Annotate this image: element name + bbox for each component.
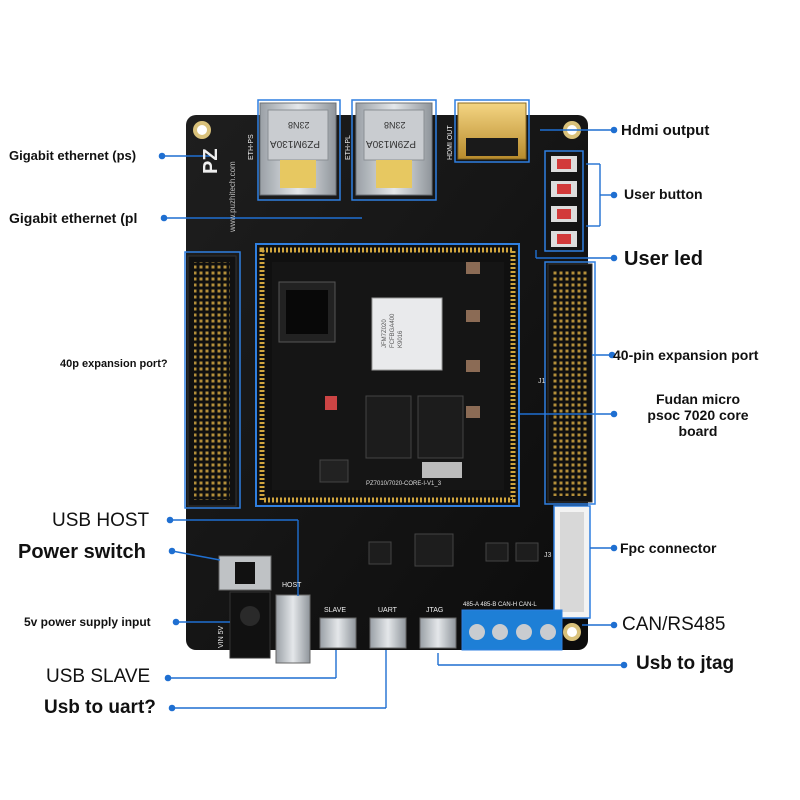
label-can-rs485: CAN/RS485 xyxy=(622,614,726,635)
label-gigabit-pl: Gigabit ethernet (pl xyxy=(9,210,138,226)
silk-jtag: JTAG xyxy=(426,607,444,614)
label-core-line2: psoc 7020 core xyxy=(647,407,749,423)
power-jack xyxy=(229,591,271,659)
silk-eth-pl: ETH-PL xyxy=(345,135,352,160)
board-logo: PZ xyxy=(200,148,222,174)
rj45-pl-subtext: 23N8 xyxy=(384,120,406,130)
callout-lines xyxy=(158,126,628,712)
rj45-pl-text: PZ9M130A xyxy=(366,138,417,149)
expansion-header-left xyxy=(187,255,237,507)
label-core-line1: Fudan micro xyxy=(655,391,740,407)
board-url: www.puzhitech.com xyxy=(228,161,237,232)
label-usb-jtag: Usb to jtag xyxy=(636,653,735,674)
silk-uart: UART xyxy=(378,607,397,614)
jtag-port xyxy=(419,617,457,649)
label-power-input: 5v power supply input xyxy=(24,615,151,629)
label-user-led: User led xyxy=(624,248,703,270)
hdmi-connector xyxy=(457,102,527,160)
user-buttons xyxy=(551,156,577,247)
label-usb-slave: USB SLAVE xyxy=(46,666,151,687)
uart-port xyxy=(369,617,407,649)
chip-text-1: JFM7Z020 xyxy=(382,319,388,348)
core-board xyxy=(255,243,520,507)
label-expansion-left: 40p expansion port? xyxy=(60,358,168,370)
silk-host: HOST xyxy=(282,582,302,589)
fpc-connector xyxy=(553,505,591,619)
silk-vin: VIN 5V xyxy=(218,625,225,648)
chip-text-2: FCFBGA400 xyxy=(390,313,396,348)
silk-j3: J3 xyxy=(544,552,552,559)
silk-eth-ps: ETH-PS xyxy=(248,134,255,160)
label-usb-host: USB HOST xyxy=(52,510,150,531)
label-user-button: User button xyxy=(624,186,703,202)
highlight-boxes xyxy=(184,99,596,509)
rj45-pl xyxy=(355,102,433,196)
silk-hdmi: HDMI OUT xyxy=(447,125,454,160)
label-expansion-right: 40-pin expansion port xyxy=(613,347,759,363)
rj45-ps-text: PZ9M130A xyxy=(270,138,321,149)
core-board-silk: PZ7010/7020-CORE-I-V1_3 xyxy=(366,481,442,487)
label-gigabit-ps: Gigabit ethernet (ps) xyxy=(9,148,137,163)
silk-can-rs485: 485-A 485-B CAN-H CAN-L xyxy=(463,602,537,608)
rj45-ps xyxy=(259,102,337,196)
label-fpc: Fpc connector xyxy=(620,540,717,556)
usb-slave-port xyxy=(319,617,357,649)
label-hdmi: Hdmi output xyxy=(621,122,710,139)
can-rs485-terminals xyxy=(461,609,563,651)
silk-j1: J1 xyxy=(538,378,546,385)
label-power-switch: Power switch xyxy=(18,541,146,563)
silk-slave: SLAVE xyxy=(324,607,347,614)
label-usb-uart: Usb to uart? xyxy=(44,697,156,718)
expansion-header-right xyxy=(547,263,593,503)
usb-host-port xyxy=(275,594,311,664)
label-core-line3: board xyxy=(678,423,718,439)
rj45-ps-subtext: 23N8 xyxy=(288,120,310,130)
chip-text-3: K9016 xyxy=(398,330,404,348)
power-switch xyxy=(218,555,272,591)
